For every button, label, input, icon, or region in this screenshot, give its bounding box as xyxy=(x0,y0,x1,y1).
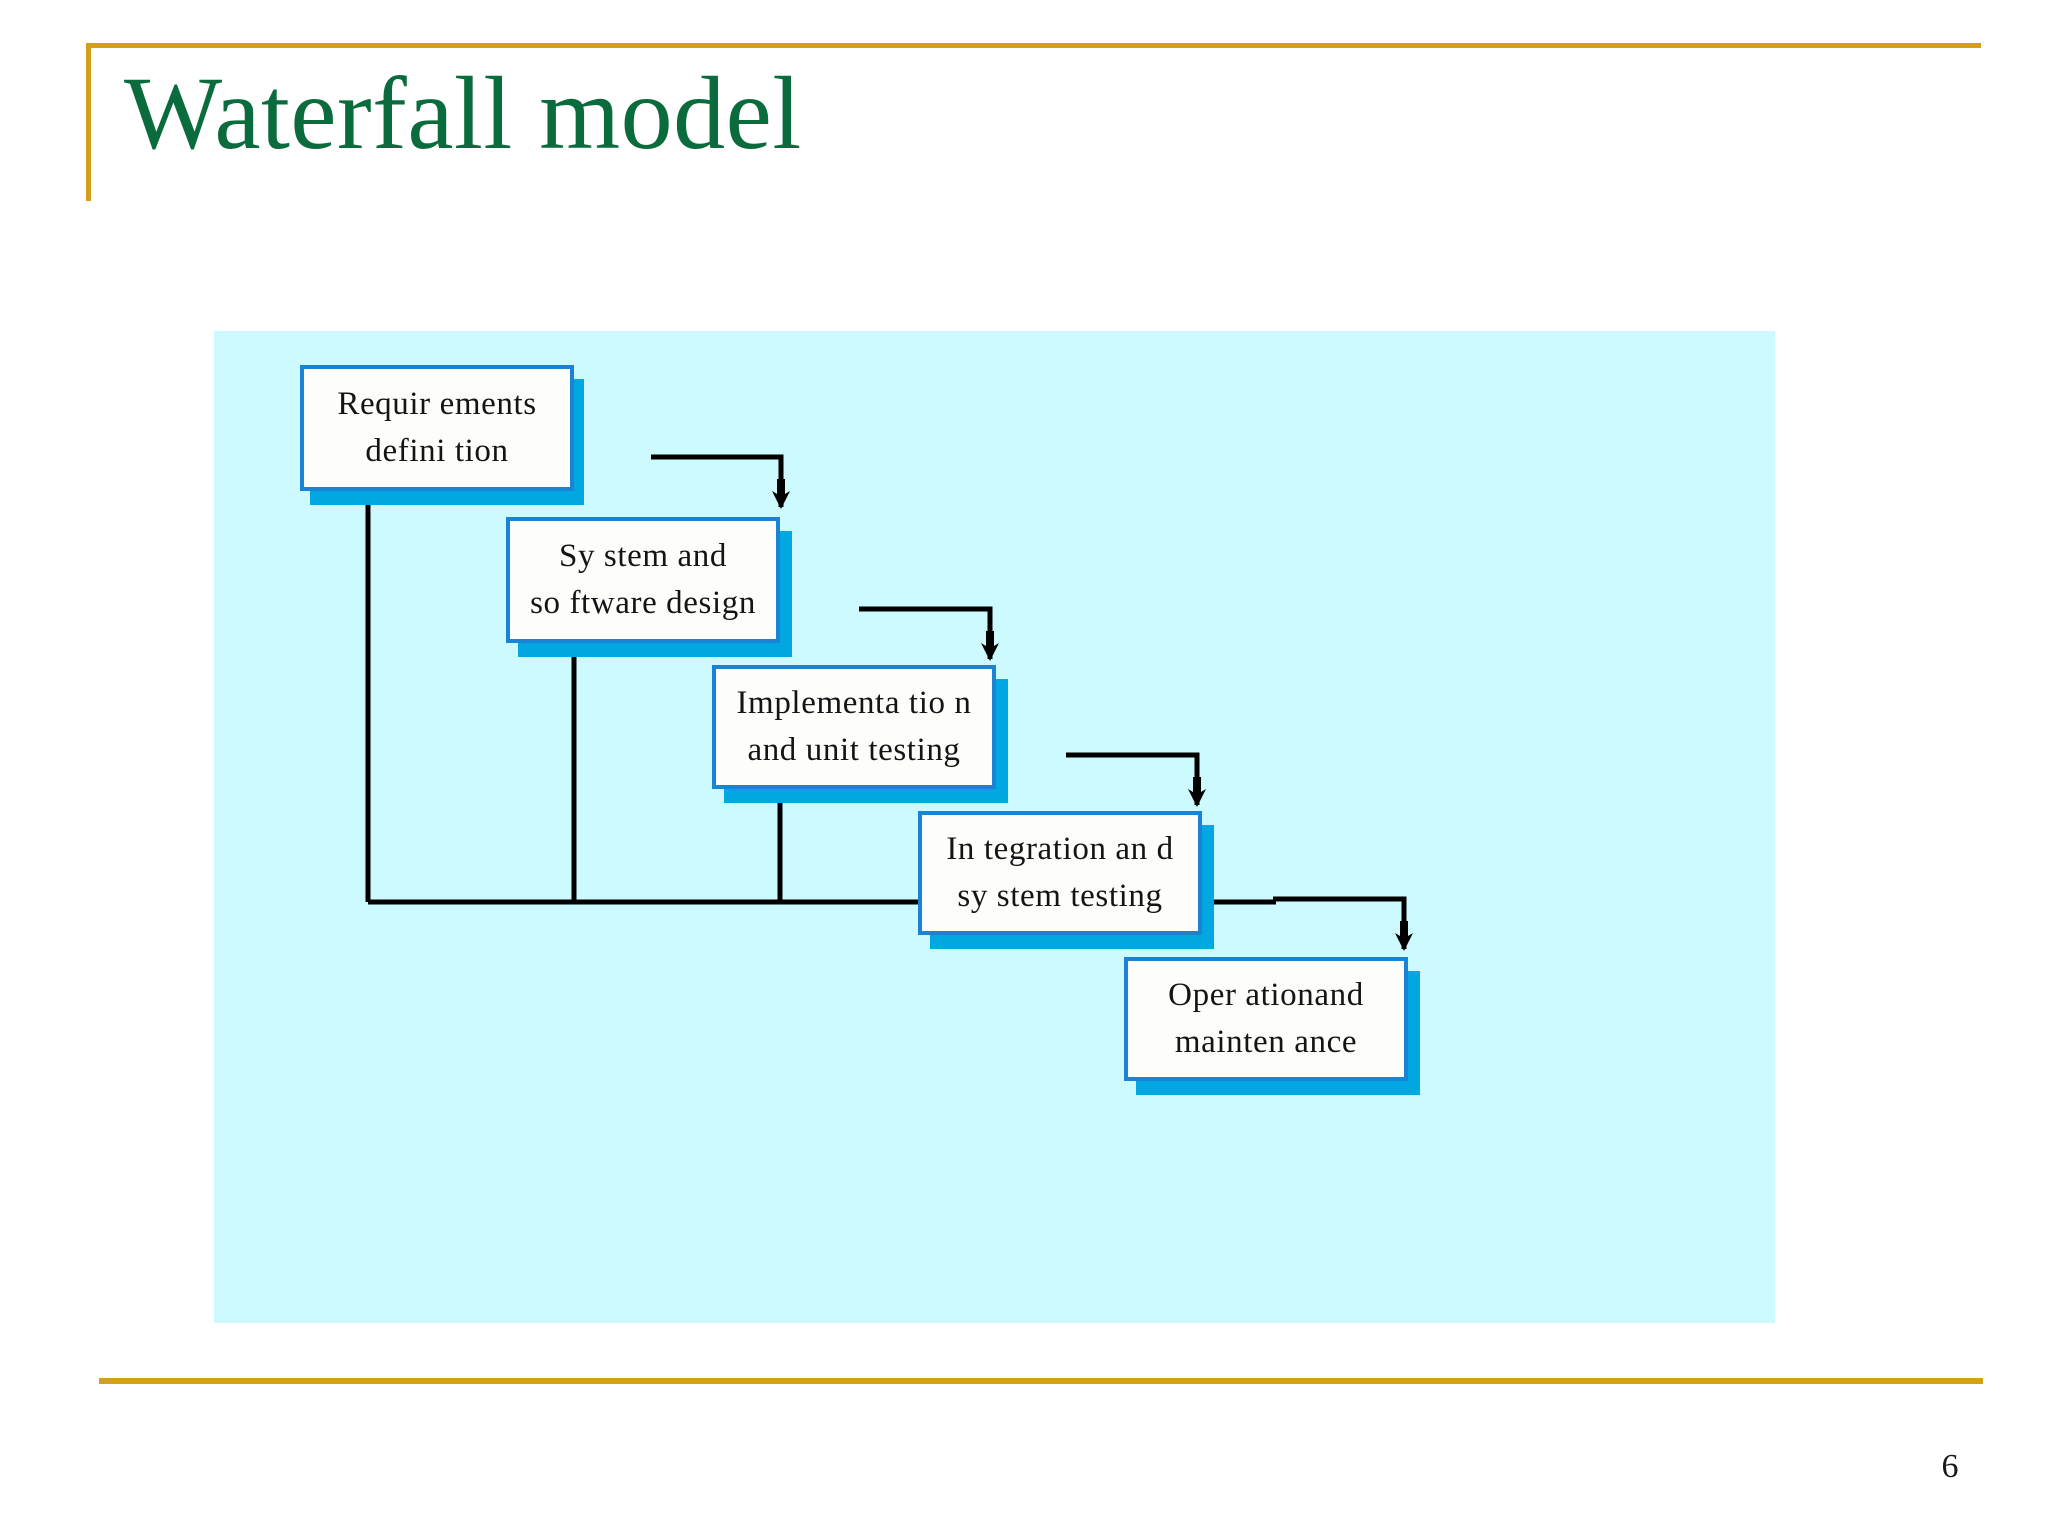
stage-label-line1: In tegration an d xyxy=(946,831,1174,868)
stage-label-line2: mainten ance xyxy=(1174,1024,1358,1060)
stage-label-line2: sy stem testing xyxy=(957,878,1163,914)
page-number: 6 xyxy=(1941,1448,1959,1485)
connector-design-to-implementation xyxy=(859,606,999,661)
page-title: Waterfall model xyxy=(124,56,802,171)
connector-implementation-to-integration xyxy=(1066,752,1206,807)
stage-label-line1: Oper ationand xyxy=(1168,977,1364,1014)
stage-label-line2: so ftware design xyxy=(530,585,756,621)
stage-label-line1: Requir ements xyxy=(337,386,537,423)
stage-label-line1: Sy stem and xyxy=(559,538,727,575)
stage-label-line1: Implementa tio n xyxy=(736,685,972,722)
stage-box-implementation[interactable]: Implementa tio n and unit testing xyxy=(712,665,996,789)
stage-box-integration[interactable]: In tegration an d sy stem testing xyxy=(918,811,1202,935)
title-rule-top xyxy=(86,43,1981,48)
stage-box-design[interactable]: Sy stem and so ftware design xyxy=(506,517,780,643)
footer-rule xyxy=(99,1378,1983,1384)
connector-requirements-to-design xyxy=(651,454,790,509)
connector-integration-to-operation xyxy=(1273,896,1413,951)
stage-label-line2: and unit testing xyxy=(747,732,961,768)
title-rule-left xyxy=(86,43,91,201)
stage-box-requirements[interactable]: Requir ements defini tion xyxy=(300,365,574,491)
stage-label-line2: defini tion xyxy=(365,433,509,469)
waterfall-diagram-panel: Requir ements defini tion Sy stem and so… xyxy=(214,331,1775,1323)
stage-box-operation[interactable]: Oper ationand mainten ance xyxy=(1124,957,1408,1081)
